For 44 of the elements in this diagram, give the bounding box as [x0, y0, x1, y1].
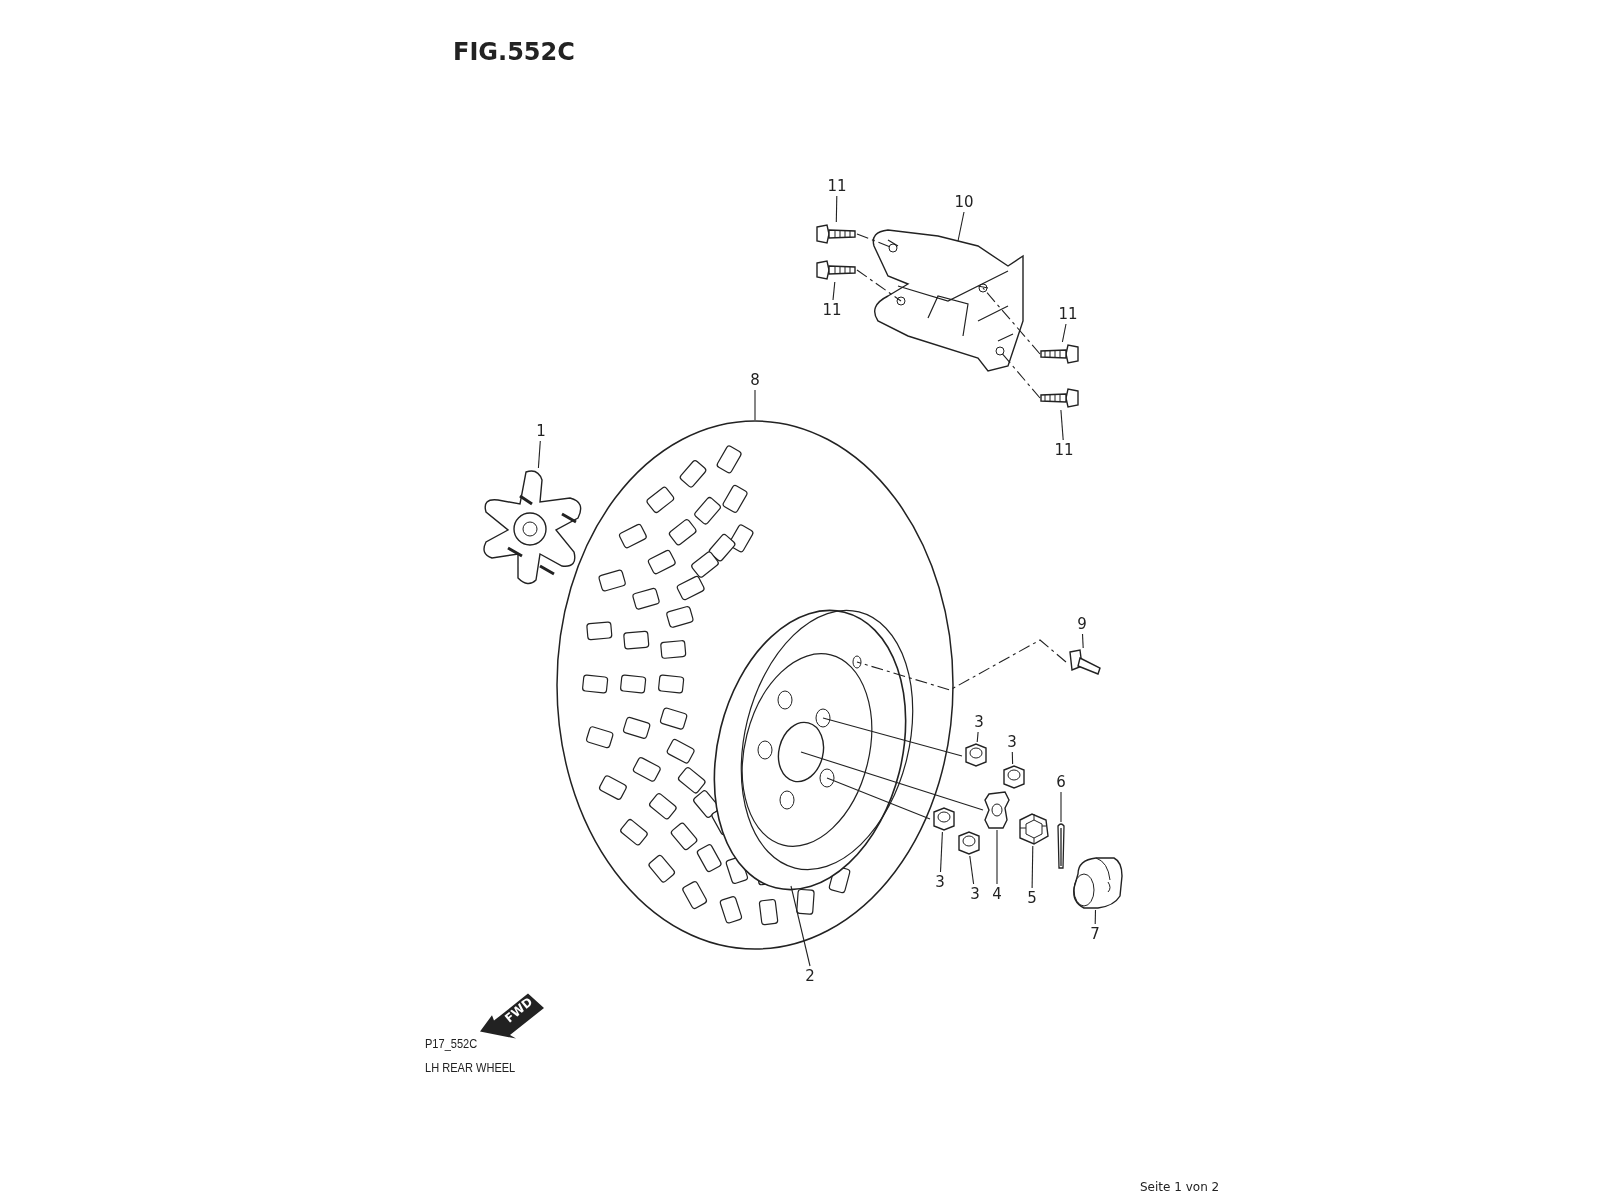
- leader-line: [1060, 791, 1062, 823]
- callout-number: 3: [1000, 732, 1024, 752]
- figure-title: FIG.552C: [453, 38, 575, 66]
- assembly-line: [822, 717, 963, 757]
- assembly-line: [800, 751, 984, 811]
- leader-line: [996, 829, 998, 885]
- assembly-line: [856, 639, 1067, 691]
- leader-line: [832, 281, 836, 301]
- leader-line: [1061, 323, 1067, 343]
- leader-line: [1031, 845, 1034, 889]
- callout-number: 10: [952, 192, 976, 212]
- leader-line: [957, 211, 965, 242]
- assembly-line: [982, 287, 1041, 355]
- page-number: Seite 1 von 2: [1140, 1180, 1220, 1194]
- callout-number: 11: [825, 176, 849, 196]
- assembly-line: [856, 269, 902, 302]
- leader-line: [1011, 751, 1014, 765]
- callout-number: 11: [1056, 304, 1080, 324]
- leader-line: [976, 731, 979, 743]
- leader-line: [754, 389, 756, 421]
- callout-number: 6: [1049, 772, 1073, 792]
- leader-line: [835, 195, 838, 223]
- leader-line: [1094, 909, 1097, 925]
- leader-line: [1060, 409, 1064, 441]
- leader-line: [969, 855, 975, 885]
- callout-number: 2: [798, 966, 822, 986]
- leader-line: [1081, 633, 1084, 649]
- callout-number: 11: [1052, 440, 1076, 460]
- callout-number: 4: [985, 884, 1009, 904]
- callout-number: 11: [820, 300, 844, 320]
- leader-line: [939, 831, 943, 873]
- callout-number: 5: [1020, 888, 1044, 908]
- callout-number: 3: [967, 712, 991, 732]
- callout-number: 9: [1070, 614, 1094, 634]
- callout-number: 8: [743, 370, 767, 390]
- callout-number: 3: [963, 884, 987, 904]
- callout-number: 3: [928, 872, 952, 892]
- callout-number: 1: [529, 421, 553, 441]
- drawing-number: P17_552C: [425, 1036, 478, 1051]
- leader-line: [537, 440, 541, 469]
- callout-number: 7: [1083, 924, 1107, 944]
- leader-line: [790, 885, 811, 967]
- assembly-line: [826, 777, 931, 820]
- caption: LH REAR WHEEL: [425, 1060, 516, 1075]
